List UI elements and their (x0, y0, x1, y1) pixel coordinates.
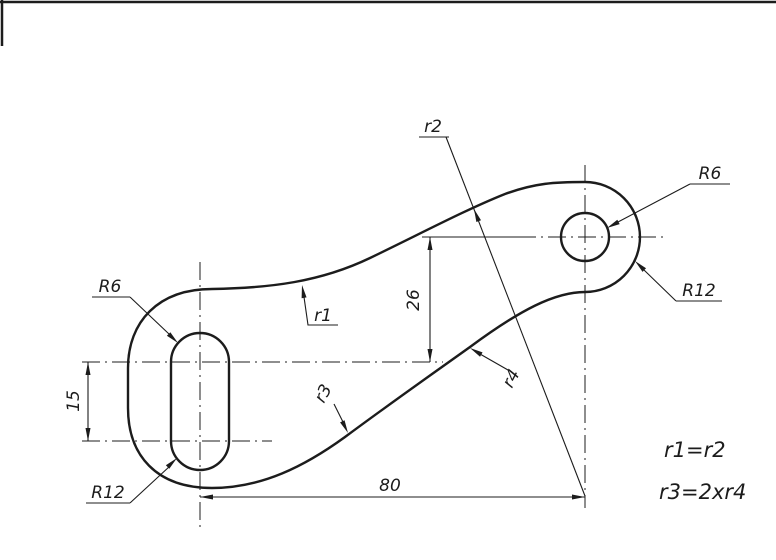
dimension-80: 80 (200, 476, 585, 500)
leader-r2-line (445, 136, 586, 497)
dimension-15: 15 (64, 362, 91, 441)
leader-r1: r1 (301, 285, 338, 326)
leader-r6-right-arrow (607, 219, 620, 228)
leader-r6-right-line (617, 183, 691, 223)
lever-body-outline (126, 180, 642, 490)
sheet-frame (0, 0, 776, 46)
leader-r2: r2 (419, 117, 586, 497)
dimension-26: 26 (404, 236, 520, 362)
leader-r6-left-arrow (166, 332, 178, 343)
note-r3-equals-2xr4: r3=2xr4 (659, 480, 746, 504)
dim-80-arrow-right (572, 494, 585, 500)
dim-15-text: 15 (64, 390, 84, 412)
label-r12-right: R12 (682, 281, 715, 301)
leader-r12-left-arrow (165, 458, 177, 469)
leader-r6-left-line (129, 296, 170, 335)
leader-r3-arrow (340, 420, 348, 433)
leader-r12-right: R12 (635, 261, 722, 302)
leader-r12-left: R12 (86, 458, 177, 504)
dim-26-arrow-down (427, 349, 433, 362)
leader-r12-left-line (129, 465, 171, 504)
note-r1-equals-r2: r1=r2 (664, 438, 726, 462)
dim-15-arrow-down (85, 428, 91, 441)
leader-r6-right: R6 (607, 164, 730, 228)
dim-26-text: 26 (404, 289, 424, 311)
leader-r4: r4 (470, 348, 525, 391)
leader-r4-arrow (470, 348, 483, 357)
dim-80-arrow-left (200, 494, 213, 500)
leader-r12-right-arrow (635, 261, 647, 272)
leader-r1-line (303, 296, 338, 326)
dim-80-text: 80 (379, 476, 401, 496)
label-r1: r1 (314, 306, 332, 326)
label-r3: r3 (311, 381, 337, 406)
notes: r1=r2 r3=2xr4 (659, 438, 746, 504)
label-r4: r4 (499, 366, 525, 391)
label-r6-right: R6 (699, 164, 722, 184)
dim-26-arrow-up (427, 237, 433, 250)
leader-r4-line (479, 353, 509, 371)
leader-r12-right-line (643, 269, 677, 302)
label-r2: r2 (424, 117, 442, 137)
leader-r2-arrow (474, 209, 482, 223)
label-r6-left: R6 (99, 277, 122, 297)
label-r12-left: R12 (91, 483, 124, 503)
leader-r1-arrow (301, 285, 307, 299)
leader-r3-line (333, 403, 344, 423)
part-outline (126, 180, 642, 490)
dim-15-arrow-up (85, 362, 91, 375)
leader-r6-left: R6 (92, 277, 178, 343)
right-round-hole (559, 211, 611, 263)
leader-r3: r3 (311, 381, 348, 433)
left-slot-hole (169, 331, 231, 472)
